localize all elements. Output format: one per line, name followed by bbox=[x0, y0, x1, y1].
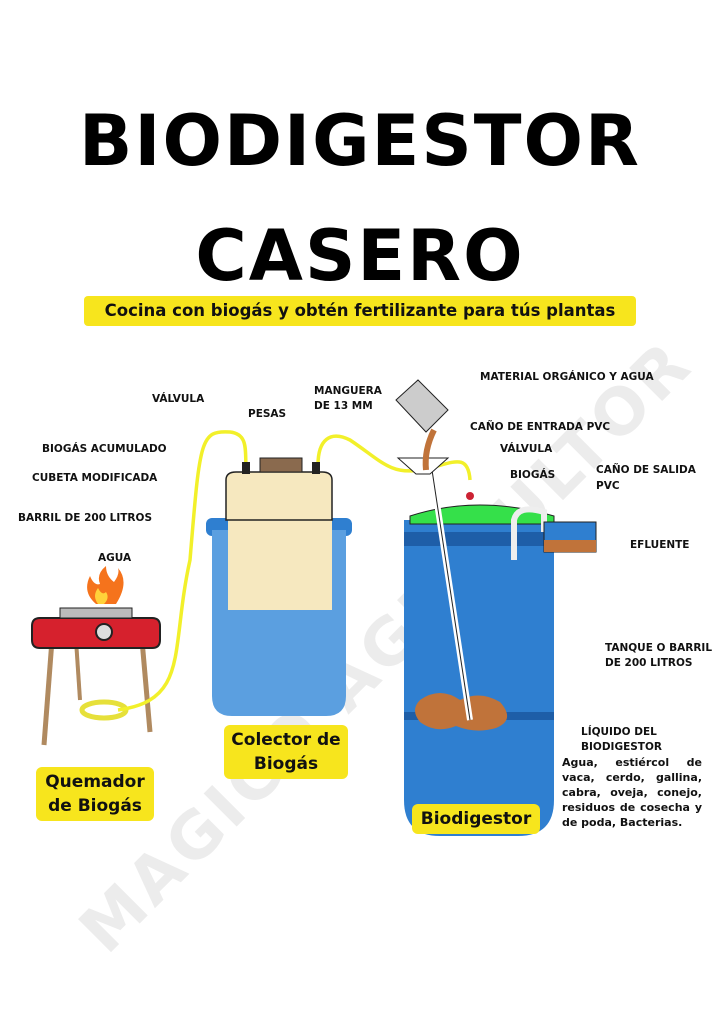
label-material: MATERIAL ORGÁNICO Y AGUA bbox=[480, 371, 654, 383]
title-line-1: BIODIGESTOR bbox=[79, 100, 641, 182]
liquido-description: Agua, estiércol de vaca, cerdo, gallina,… bbox=[562, 756, 702, 829]
title-line-2: CASERO bbox=[195, 215, 525, 297]
label-biogas: BIOGÁS bbox=[510, 469, 556, 481]
label-agua: AGUA bbox=[98, 552, 132, 564]
label-cubeta: CUBETA MODIFICADA bbox=[32, 472, 158, 484]
biodigestor-illustration bbox=[395, 379, 597, 836]
colector-line-1: Colector de bbox=[231, 730, 341, 750]
colector-label: Colector de Biogás bbox=[224, 725, 348, 779]
subtitle: Cocina con biogás y obtén fertilizante p… bbox=[84, 296, 636, 326]
label-efluente: EFLUENTE bbox=[630, 539, 690, 551]
label-pesas: PESAS bbox=[248, 408, 287, 420]
label-valvula-left: VÁLVULA bbox=[152, 393, 205, 405]
quemador-line-1: Quemador bbox=[45, 772, 145, 792]
biogas-burner-illustration bbox=[31, 566, 161, 746]
label-tanque-1: TANQUE O BARRIL bbox=[605, 642, 713, 654]
label-valvula-right: VÁLVULA bbox=[500, 443, 553, 455]
label-manguera-1: MANGUERA bbox=[314, 385, 382, 397]
label-cano-entrada: CAÑO DE ENTRADA PVC bbox=[470, 421, 611, 433]
label-cano-salida-2: PVC bbox=[596, 480, 620, 492]
label-manguera-2: DE 13 MM bbox=[314, 400, 373, 412]
label-cano-salida-1: CAÑO DE SALIDA bbox=[596, 464, 696, 476]
quemador-line-2: de Biogás bbox=[48, 796, 142, 816]
label-barril: BARRIL DE 200 LITROS bbox=[18, 512, 153, 524]
colector-line-2: Biogás bbox=[253, 754, 319, 774]
label-tanque-2: DE 200 LITROS bbox=[605, 657, 693, 669]
quemador-label: Quemador de Biogás bbox=[36, 767, 154, 821]
biogas-collector-illustration bbox=[206, 457, 352, 716]
label-biogas-acumulado: BIOGÁS ACUMULADO bbox=[42, 443, 167, 455]
label-liquido-2: BIODIGESTOR bbox=[581, 741, 662, 753]
label-liquido-1: LÍQUIDO DEL bbox=[581, 726, 657, 738]
biodigestor-label: Biodigestor bbox=[412, 804, 540, 834]
